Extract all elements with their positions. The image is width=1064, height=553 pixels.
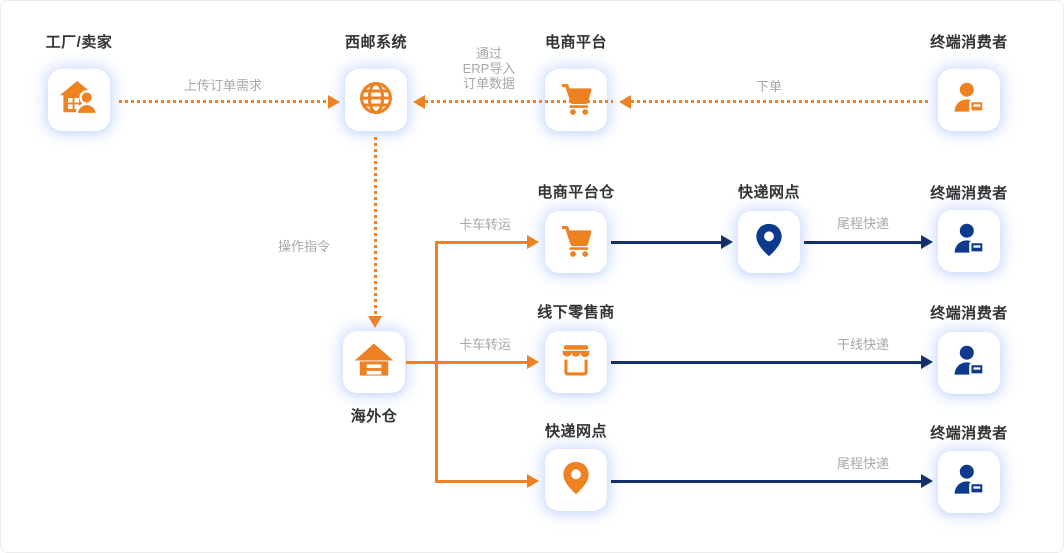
edge-label-last-mile-bottom: 尾程快递 (836, 456, 889, 471)
person-box-icon (948, 340, 990, 387)
node-label-express-outlet-bottom: 快递网点 (544, 423, 607, 440)
arrow-place-order-line (631, 100, 931, 103)
node-end-consumer-top (938, 69, 1000, 131)
arrow-operation-command-line (374, 137, 377, 316)
edge-label-trunk-line-mid: 干线快递 (836, 337, 889, 352)
map-pin-icon (555, 457, 597, 504)
cart-icon (555, 77, 597, 124)
arrow-retailer-to-consumer-line (611, 361, 921, 364)
storefront-icon (555, 339, 597, 386)
node-label-xiyou-system: 西邮系统 (344, 34, 407, 51)
node-express-outlet-bottom (545, 449, 607, 511)
node-end-consumer-mid (938, 210, 1000, 272)
node-label-express-outlet-mid: 快递网点 (737, 184, 800, 201)
edge-label-erp-import: 通过 ERP导入 订单数据 (462, 46, 516, 91)
node-factory-seller (48, 69, 110, 131)
arrow-erp-import-head (413, 95, 425, 109)
node-label-factory-seller: 工厂/卖家 (45, 34, 113, 51)
arrow-truck-mid-head (527, 355, 539, 369)
arrow-truck-top-line (435, 241, 527, 244)
warehouse-icon (352, 338, 396, 387)
arrow-retailer-to-consumer-head (921, 355, 933, 369)
arrow-upload-order-head (328, 95, 340, 109)
node-label-ecommerce-platform: 电商平台 (544, 34, 607, 51)
globe-icon (355, 77, 397, 124)
person-box-icon (948, 218, 990, 265)
arrow-warehouse-to-outlet-line (611, 241, 721, 244)
edge-label-last-mile-top: 尾程快递 (836, 216, 889, 231)
overseas-branch-stub (406, 361, 437, 364)
node-ecommerce-platform-warehouse (545, 211, 607, 273)
arrow-outlet-bottom-to-consumer-head (921, 474, 933, 488)
node-label-end-consumer-retail: 终端消费者 (930, 305, 1008, 322)
node-label-ecommerce-platform-warehouse: 电商平台仓 (537, 184, 615, 201)
node-end-consumer-bottom (938, 451, 1000, 513)
arrow-outlet-to-consumer-line (804, 241, 921, 244)
person-box-icon (948, 77, 990, 124)
node-overseas-warehouse (343, 331, 405, 393)
edge-label-truck-transfer-mid: 卡车转运 (458, 337, 511, 352)
node-offline-retailer (545, 331, 607, 393)
cart-icon (555, 219, 597, 266)
map-pin-icon (748, 219, 790, 266)
arrow-truck-bottom-line (435, 480, 527, 483)
arrow-place-order-head (619, 95, 631, 109)
arrow-upload-order-line (119, 100, 328, 103)
node-xiyou-system (345, 69, 407, 131)
node-label-end-consumer-mid: 终端消费者 (930, 185, 1008, 202)
arrow-operation-command-head (368, 316, 382, 328)
arrow-truck-top-head (527, 235, 539, 249)
person-box-icon (948, 459, 990, 506)
arrow-truck-bottom-head (527, 474, 539, 488)
edge-label-upload-order: 上传订单需求 (183, 78, 262, 93)
edge-label-operation-command: 操作指令 (277, 239, 330, 254)
house-user-icon (57, 76, 101, 125)
node-label-overseas-warehouse: 海外仓 (350, 408, 398, 425)
arrow-outlet-bottom-to-consumer-line (611, 480, 921, 483)
node-label-offline-retailer: 线下零售商 (537, 304, 615, 321)
arrow-truck-mid-line (435, 361, 527, 364)
node-label-end-consumer-top: 终端消费者 (930, 34, 1008, 51)
edge-label-place-order: 下单 (755, 79, 782, 94)
arrow-outlet-to-consumer-head (921, 235, 933, 249)
node-express-outlet-mid (738, 211, 800, 273)
arrow-erp-import-line (425, 100, 613, 103)
node-label-end-consumer-bottom: 终端消费者 (930, 425, 1008, 442)
edge-label-truck-transfer-top: 卡车转运 (458, 217, 511, 232)
node-end-consumer-retail (938, 332, 1000, 394)
arrow-warehouse-to-outlet-head (721, 235, 733, 249)
